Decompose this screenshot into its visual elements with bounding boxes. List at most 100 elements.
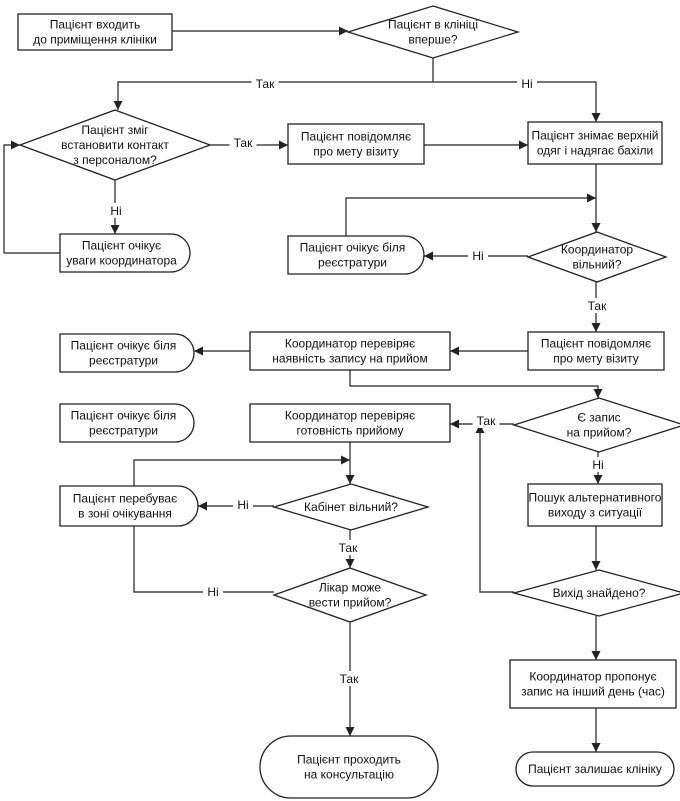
- node-label: Координатор пропонує: [529, 670, 656, 684]
- node-label: уваги координатора: [66, 254, 177, 268]
- node-label: Пацієнт знімає верхній: [531, 129, 658, 143]
- node-label: Пацієнт в клініці: [388, 18, 478, 32]
- connector-label: Ні: [521, 77, 532, 91]
- connector-arrow: [133, 455, 350, 486]
- node-label: Кабінет вільний?: [304, 500, 398, 514]
- connector-label-bg: [517, 76, 537, 91]
- node-label: Координатор перевіряє: [285, 337, 415, 351]
- delay-box: [59, 403, 195, 443]
- process-box: [17, 13, 173, 51]
- process-box: [527, 483, 663, 527]
- process-box: [249, 403, 451, 443]
- connector-label: Так: [339, 541, 358, 555]
- node-label: Є запис: [577, 411, 620, 425]
- delay-box: [59, 333, 195, 373]
- node-label: на консультацію: [304, 768, 394, 782]
- node-label: Пацієнт повідомляє: [301, 130, 411, 144]
- decision-diamond: [511, 569, 680, 617]
- flow-node-diamond: Кабінет вільний?: [271, 483, 431, 531]
- node-label: Пацієнт очікує біля: [300, 241, 406, 255]
- process-box: [527, 331, 665, 371]
- connector-label-bg: [588, 457, 608, 472]
- node-label: реєстратури: [318, 256, 387, 270]
- node-label: Пацієнт перебуває: [73, 492, 177, 506]
- connector-arrow: [345, 193, 596, 236]
- connector-arrow: [3, 140, 60, 254]
- connector-label: Так: [234, 136, 253, 150]
- connector-label: Ні: [207, 585, 218, 599]
- connector-arrow: [129, 506, 274, 593]
- connector-label-bg: [251, 76, 279, 91]
- terminal-box: [259, 735, 439, 799]
- connector-label-bg: [203, 584, 223, 599]
- process-box: [287, 123, 425, 165]
- node-label: з персоналом?: [73, 153, 157, 167]
- node-label: Пацієнт входить: [50, 18, 141, 32]
- node-label: Координатор перевіряє: [285, 409, 415, 423]
- connector-label: Ні: [237, 498, 248, 512]
- process-box: [249, 331, 451, 371]
- node-label: Пацієнт повідомляє: [541, 337, 651, 351]
- flow-node-diamond: Вихід знайдено?: [511, 569, 680, 617]
- decision-diamond: [526, 231, 668, 283]
- node-label: реєстратури: [89, 424, 158, 438]
- connector-label-bg: [472, 413, 500, 428]
- connector-label-bg: [106, 203, 126, 218]
- node-label: до приміщення клініки: [33, 33, 157, 47]
- terminal-box: [515, 751, 675, 787]
- node-label: встановити контакт: [61, 138, 169, 152]
- connector-label-bg: [229, 135, 257, 150]
- connector-label-bg: [334, 540, 362, 555]
- flow-node-terminal: Пацієнт залишає клініку: [515, 751, 675, 787]
- node-label: на прийом?: [567, 426, 632, 440]
- delay-box: [59, 485, 199, 527]
- node-label: реєстратури: [89, 354, 158, 368]
- delay-box: [59, 233, 191, 273]
- node-label: Пацієнт зміг: [81, 123, 149, 137]
- node-label: готовність прийому: [297, 424, 404, 438]
- node-label: одяг і надягає бахіли: [537, 144, 653, 158]
- decision-diamond: [272, 567, 428, 623]
- node-label: Вихід знайдено?: [553, 586, 646, 600]
- connector-label: Ні: [472, 249, 483, 263]
- node-label: Пацієнт очікує біля: [71, 339, 177, 353]
- node-label: Пацієнт залишає клініку: [528, 762, 662, 776]
- node-label: про мету візиту: [313, 145, 399, 159]
- connector-label: Так: [588, 299, 607, 313]
- node-label: виходу з ситуації: [548, 506, 643, 520]
- node-label: вести прийом?: [309, 596, 392, 610]
- connector-label: Так: [477, 414, 496, 428]
- node-label: вільний?: [572, 258, 621, 272]
- node-label: запис на інший день (час): [521, 685, 665, 699]
- connector-label: Ні: [110, 204, 121, 218]
- decision-diamond: [511, 397, 680, 453]
- connector-label-bg: [335, 671, 363, 686]
- process-box: [527, 121, 663, 165]
- connector-label: Так: [340, 672, 359, 686]
- node-label: Пацієнт проходить: [297, 753, 401, 767]
- node-label: про мету візиту: [553, 352, 639, 366]
- delay-box: [287, 235, 425, 275]
- node-label: Пацієнт очікує: [82, 239, 161, 253]
